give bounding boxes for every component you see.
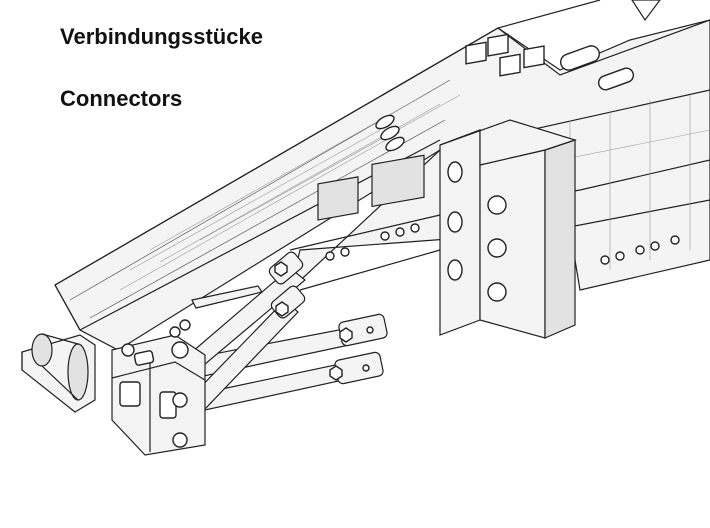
diagonal-strut (169, 285, 263, 338)
connector-block (439, 33, 577, 339)
title-english: Connectors (60, 86, 183, 111)
block-top-slots (465, 33, 545, 77)
frame-bolts (325, 223, 680, 265)
title-german: Verbindungsstücke (60, 24, 263, 49)
top-marker (631, 0, 661, 22)
block-face-holes (447, 161, 507, 302)
connector-arms (168, 251, 388, 416)
connector-node (111, 334, 206, 456)
beam-slots (375, 45, 635, 152)
arm-bolts (274, 261, 374, 381)
coupler (21, 333, 96, 413)
